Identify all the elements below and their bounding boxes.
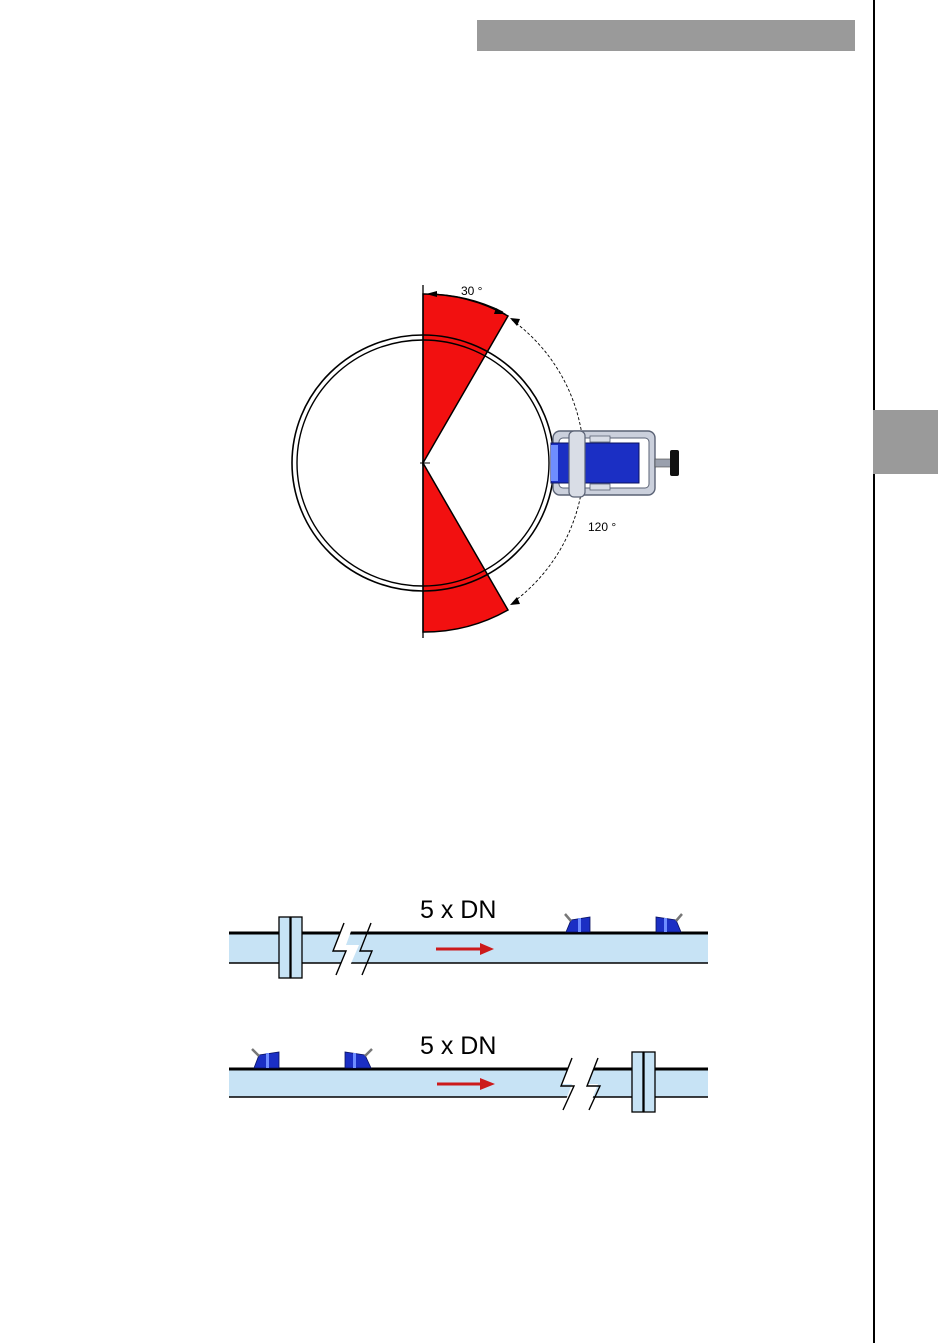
pipe-break-gap bbox=[333, 923, 359, 975]
transducer-right bbox=[656, 914, 682, 932]
distance-label: 5 x DN bbox=[420, 896, 496, 924]
run-diagram-2: 5 x DN bbox=[229, 1032, 708, 1112]
distance-label: 5 x DN bbox=[420, 1032, 496, 1060]
flange bbox=[644, 1052, 655, 1112]
transducer-left bbox=[565, 914, 590, 932]
run-diagram-1: 5 x DN bbox=[229, 896, 708, 978]
transducer-left bbox=[252, 1049, 279, 1068]
transducer-right bbox=[345, 1049, 372, 1068]
flange bbox=[279, 917, 290, 978]
flange bbox=[291, 917, 302, 978]
flange bbox=[632, 1052, 643, 1112]
